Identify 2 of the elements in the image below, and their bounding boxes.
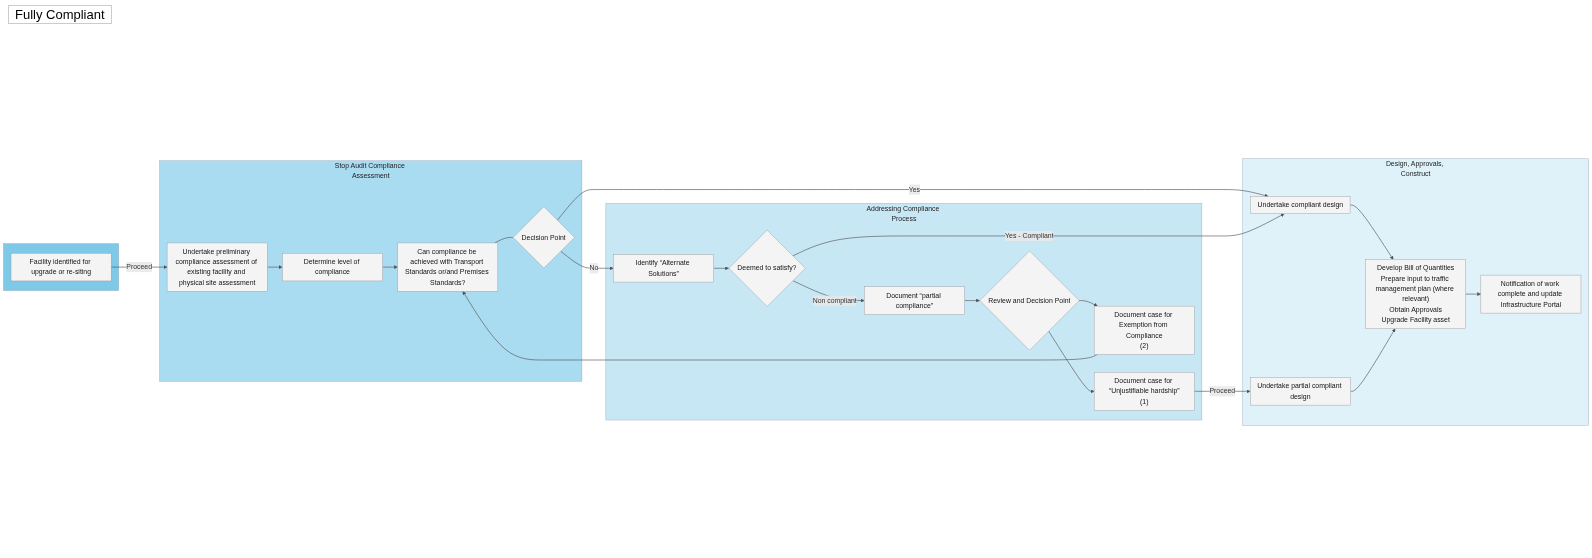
note-text: Fully Compliant xyxy=(8,4,112,24)
cluster xyxy=(3,243,119,291)
